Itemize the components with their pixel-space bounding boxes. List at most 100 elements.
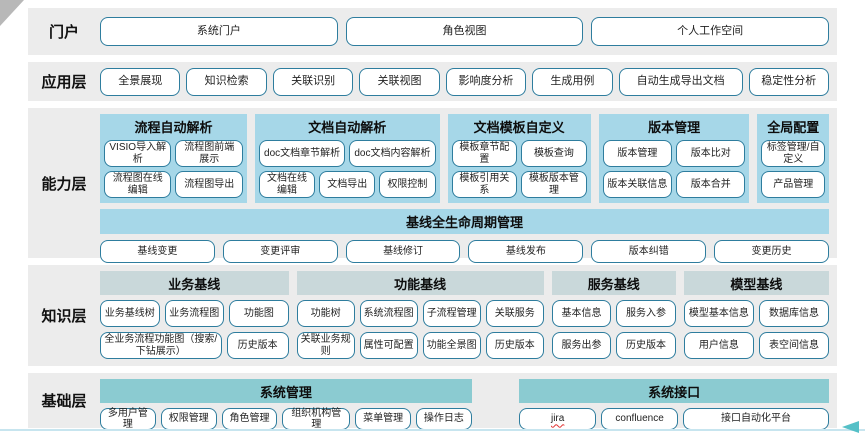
group-header: 模型基线 bbox=[683, 271, 830, 295]
capability-box: 模板查询 bbox=[521, 140, 587, 167]
knowledge-box: 关联业务规则 bbox=[296, 332, 355, 359]
layer-label-knowledge: 知识层 bbox=[41, 308, 87, 325]
capability-group: 版本管理版本管理版本比对版本关联信息版本合并 bbox=[598, 114, 750, 203]
architecture-diagram: 门户系统门户角色视图个人工作空间应用层全景展现知识检索关联识别关联视图影响度分析… bbox=[28, 8, 837, 435]
group-item-row: 模型基本信息数据库信息 bbox=[683, 300, 830, 327]
foundation-box: 组织机构管理 bbox=[282, 408, 351, 430]
group-items: 模型基本信息数据库信息用户信息表空间信息 bbox=[683, 300, 830, 359]
group-header: 流程自动解析 bbox=[134, 120, 213, 135]
group-item-row: 标签管理/自定义 bbox=[761, 140, 825, 167]
knowledge-box: 业务流程图 bbox=[164, 300, 225, 327]
group-header: 版本管理 bbox=[648, 120, 701, 135]
foundation-box: 菜单管理 bbox=[355, 408, 411, 430]
left-arrow-icon bbox=[842, 421, 859, 433]
layer-label-application: 应用层 bbox=[41, 74, 87, 91]
group-item-row: 版本关联信息版本合并 bbox=[602, 171, 746, 198]
knowledge-box: 用户信息 bbox=[683, 332, 754, 359]
layer-content-knowledge: 业务基线业务基线树业务流程图功能图全业务流程功能图（搜索/下钻展示）历史版本功能… bbox=[100, 265, 837, 366]
capability-box: 模板版本管理 bbox=[521, 171, 587, 198]
layer-content-application: 全景展现知识检索关联识别关联视图影响度分析生成用例自动生成导出文档稳定性分析 bbox=[100, 62, 837, 101]
group-items: 版本管理版本比对版本关联信息版本合并 bbox=[599, 138, 750, 203]
group-items: 功能树系统流程图子流程管理关联服务关联业务规则属性可配置功能全景图历史版本 bbox=[296, 300, 544, 359]
group-item-row: 功能树系统流程图子流程管理关联服务 bbox=[296, 300, 544, 327]
knowledge-box: 系统流程图 bbox=[359, 300, 418, 327]
knowledge-group: 业务基线业务基线树业务流程图功能图全业务流程功能图（搜索/下钻展示）历史版本 bbox=[100, 271, 289, 359]
baseline-box: 变更历史 bbox=[714, 240, 829, 263]
application-box: 关联视图 bbox=[359, 67, 440, 96]
foundation-box: 权限管理 bbox=[160, 408, 217, 430]
layer-row-knowledge: 知识层业务基线业务基线树业务流程图功能图全业务流程功能图（搜索/下钻展示）历史版… bbox=[28, 265, 837, 366]
group-header: 文档自动解析 bbox=[308, 120, 387, 135]
application-box: 知识检索 bbox=[186, 67, 267, 96]
knowledge-box: 业务基线树 bbox=[100, 300, 160, 327]
knowledge-box: 子流程管理 bbox=[422, 300, 481, 327]
foundation-box: confluence bbox=[601, 408, 679, 430]
knowledge-box: 历史版本 bbox=[616, 332, 676, 359]
capability-box: 产品管理 bbox=[761, 171, 825, 198]
foundation-box: 角色管理 bbox=[221, 408, 278, 430]
group-item-row: 业务基线树业务流程图功能图 bbox=[100, 300, 289, 327]
bottom-accent-line bbox=[0, 429, 865, 431]
group-item-row: 用户信息表空间信息 bbox=[683, 332, 830, 359]
group-header: 业务基线 bbox=[100, 271, 289, 295]
group-header: 文档模板自定义 bbox=[473, 120, 565, 135]
group-item-row: 关联业务规则属性可配置功能全景图历史版本 bbox=[296, 332, 544, 359]
application-box: 自动生成导出文档 bbox=[618, 67, 743, 96]
baseline-box: 基线发布 bbox=[468, 240, 584, 263]
group-item-row: 全业务流程功能图（搜索/下钻展示）历史版本 bbox=[100, 332, 289, 359]
knowledge-box: 全业务流程功能图（搜索/下钻展示） bbox=[100, 332, 222, 359]
knowledge-box: 功能树 bbox=[296, 300, 355, 327]
capability-box: 权限控制 bbox=[379, 171, 436, 198]
knowledge-box: 基本信息 bbox=[551, 300, 612, 327]
group-item-row: 服务出参历史版本 bbox=[551, 332, 676, 359]
knowledge-groups: 业务基线业务基线树业务流程图功能图全业务流程功能图（搜索/下钻展示）历史版本功能… bbox=[100, 271, 830, 359]
foundation-group: 系统管理多用户管理权限管理角色管理组织机构管理菜单管理操作日志 bbox=[100, 379, 472, 430]
portal-box: 个人工作空间 bbox=[591, 17, 830, 46]
capability-groups: 流程自动解析 VISIO导入解析流程图前端展示流程图在线编辑流程图导出 文档自动解析… bbox=[100, 114, 829, 203]
group-item-row: 基本信息服务入参 bbox=[551, 300, 676, 327]
knowledge-box: 功能图 bbox=[229, 300, 289, 327]
group-item-row: 产品管理 bbox=[761, 171, 825, 198]
group-item-row: VISIO导入解析流程图前端展示 bbox=[104, 140, 243, 167]
knowledge-group: 模型基线模型基本信息数据库信息用户信息表空间信息 bbox=[683, 271, 830, 359]
group-item-row: 多用户管理权限管理角色管理组织机构管理菜单管理操作日志 bbox=[100, 408, 472, 430]
baseline-lifecycle-header: 基线全生命周期管理 bbox=[100, 209, 829, 234]
layer-label-portal: 门户 bbox=[48, 24, 79, 41]
baseline-box: 变更评审 bbox=[222, 240, 338, 263]
capability-box: doc文档内容解析 bbox=[349, 140, 436, 167]
group-item-row: 模板章节配置模板查询 bbox=[451, 140, 587, 167]
application-box: 稳定性分析 bbox=[748, 67, 829, 96]
group-header: 系统接口 bbox=[519, 379, 829, 403]
foundation-box: jira bbox=[519, 408, 597, 430]
knowledge-box: 模型基本信息 bbox=[683, 300, 754, 327]
group-header: 功能基线 bbox=[296, 271, 544, 295]
baseline-lifecycle-items: 基线变更变更评审基线修订基线发布版本纠错变更历史 bbox=[100, 240, 829, 263]
knowledge-box: 历史版本 bbox=[485, 332, 544, 359]
baseline-box: 基线修订 bbox=[345, 240, 461, 263]
group-item-row: 版本管理版本比对 bbox=[602, 140, 746, 167]
foundation-box: 操作日志 bbox=[416, 408, 472, 430]
capability-box: 版本管理 bbox=[602, 140, 673, 167]
layer-row-application: 应用层全景展现知识检索关联识别关联视图影响度分析生成用例自动生成导出文档稳定性分… bbox=[28, 62, 837, 101]
group-header: 服务基线 bbox=[551, 271, 676, 295]
group-items: VISIO导入解析流程图前端展示流程图在线编辑流程图导出 bbox=[100, 138, 247, 203]
knowledge-box: 数据库信息 bbox=[758, 300, 830, 327]
capability-box: 标签管理/自定义 bbox=[761, 140, 825, 167]
knowledge-group: 功能基线功能树系统流程图子流程管理关联服务关联业务规则属性可配置功能全景图历史版… bbox=[296, 271, 544, 359]
baseline-box: 版本纠错 bbox=[591, 240, 707, 263]
capability-box: 版本比对 bbox=[676, 140, 746, 167]
capability-box: 流程图导出 bbox=[175, 171, 243, 198]
application-box: 影响度分析 bbox=[445, 67, 527, 96]
capability-box: 模板引用关系 bbox=[451, 171, 518, 198]
capability-box: 文档在线编辑 bbox=[258, 171, 316, 198]
group-items: 模板章节配置模板查询模板引用关系模板版本管理 bbox=[448, 138, 591, 203]
slide-corner-decoration bbox=[0, 0, 24, 26]
capability-group: 全局配置标签管理/自定义产品管理 bbox=[757, 114, 829, 203]
group-item-row: 流程图在线编辑流程图导出 bbox=[104, 171, 243, 198]
